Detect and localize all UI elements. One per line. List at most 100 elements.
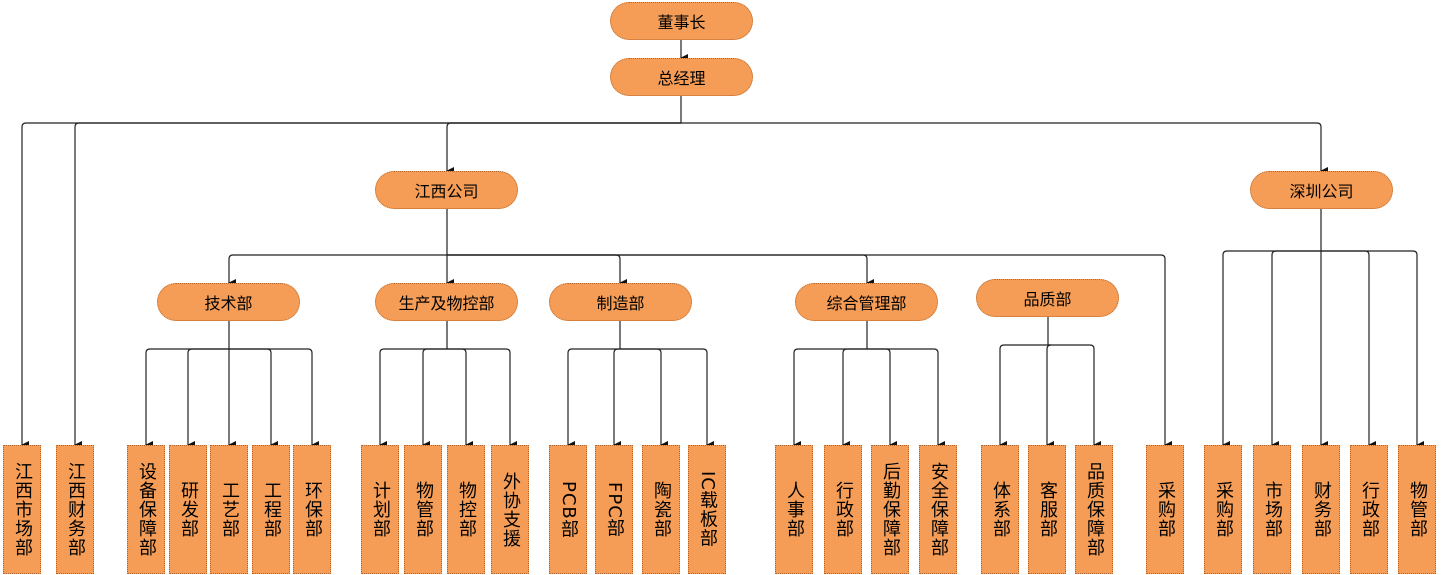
node-ceramics[interactable]: 陶瓷部 — [642, 445, 680, 574]
node-material-management[interactable]: 物管部 — [404, 445, 442, 574]
node-label: 客服部 — [1037, 481, 1058, 538]
connector-gm-branch-1 — [74, 122, 681, 449]
connector-group-1-branch-2 — [447, 348, 473, 449]
connector-group-3-branch-2 — [867, 348, 897, 449]
connector-group-0-branch-0 — [145, 348, 229, 449]
node-equipment-support[interactable]: 设备保障部 — [127, 445, 165, 574]
node-label: 安全保障部 — [928, 462, 949, 557]
node-label: 品质保障部 — [1084, 462, 1105, 557]
node-sz-administration[interactable]: 行政部 — [1350, 445, 1388, 574]
node-chairman[interactable]: 董事长 — [610, 2, 753, 40]
node-quality-assurance[interactable]: 品质保障部 — [1075, 445, 1113, 574]
node-label: 工艺部 — [219, 481, 240, 538]
node-label: 研发部 — [178, 481, 199, 538]
node-administration[interactable]: 行政部 — [824, 445, 862, 574]
connector-group-2-branch-0 — [567, 348, 620, 449]
connector-jiangxi-branch-2 — [447, 254, 627, 287]
connector-group-0-branch-3 — [229, 348, 278, 449]
connector-group-3-branch-3 — [867, 348, 945, 449]
node-material-control[interactable]: 物控部 — [447, 445, 485, 574]
node-shenzhen-company[interactable]: 深圳公司 — [1250, 171, 1393, 209]
connector-gm-branch-2 — [446, 122, 681, 175]
node-environmental[interactable]: 环保部 — [293, 445, 331, 574]
node-customer-service[interactable]: 客服部 — [1028, 445, 1066, 574]
node-jiangxi-finance[interactable]: 江西财务部 — [56, 445, 94, 574]
node-sz-marketing[interactable]: 市场部 — [1253, 445, 1291, 574]
node-label: 人事部 — [784, 481, 805, 538]
node-system[interactable]: 体系部 — [981, 445, 1019, 574]
node-pcb[interactable]: PCB部 — [549, 445, 587, 574]
node-label: 董事长 — [657, 13, 706, 32]
node-label: 市场部 — [1262, 481, 1283, 538]
connector-gm-branch-0 — [21, 122, 681, 449]
node-safety-support[interactable]: 安全保障部 — [919, 445, 957, 574]
connector-group-1-branch-3 — [447, 348, 517, 449]
node-label: FPC部 — [604, 481, 625, 538]
node-engineering[interactable]: 工程部 — [252, 445, 290, 574]
node-dept-manufacturing[interactable]: 制造部 — [549, 283, 692, 321]
node-label: IC载板部 — [697, 471, 718, 548]
node-process[interactable]: 工艺部 — [210, 445, 248, 574]
node-label: 物控部 — [456, 481, 477, 538]
node-dept-technology[interactable]: 技术部 — [157, 283, 300, 321]
node-label: 行政部 — [1359, 481, 1380, 538]
node-jiangxi-company[interactable]: 江西公司 — [375, 171, 518, 209]
connector-group-5-branch-0 — [1222, 250, 1321, 449]
connector-jiangxi-branch-3 — [447, 254, 874, 287]
connector-group-5-branch-3 — [1321, 250, 1376, 449]
node-dept-production-material[interactable]: 生产及物控部 — [375, 283, 518, 321]
node-dept-general-admin[interactable]: 综合管理部 — [795, 283, 938, 321]
connector-group-2-branch-2 — [620, 348, 668, 449]
node-label: 计划部 — [370, 481, 391, 538]
node-label: 品质部 — [1023, 290, 1072, 309]
node-sz-purchasing[interactable]: 采购部 — [1204, 445, 1242, 574]
node-hr[interactable]: 人事部 — [775, 445, 813, 574]
node-logistics-support[interactable]: 后勤保障部 — [871, 445, 909, 574]
connector-group-2-branch-3 — [620, 348, 714, 449]
node-label: 制造部 — [596, 294, 645, 313]
node-label: 物管部 — [413, 481, 434, 538]
node-label: 设备保障部 — [136, 462, 157, 557]
connector-group-5-branch-4 — [1321, 250, 1424, 449]
node-label: 体系部 — [990, 481, 1011, 538]
node-label: 陶瓷部 — [651, 481, 672, 538]
node-rnd[interactable]: 研发部 — [169, 445, 207, 574]
node-label: 物管部 — [1407, 481, 1428, 538]
connector-group-2-branch-1 — [613, 348, 621, 449]
connector-jiangxi-branch-0 — [228, 254, 447, 287]
node-label: 行政部 — [833, 481, 854, 538]
node-sz-material-management[interactable]: 物管部 — [1398, 445, 1436, 574]
node-planning[interactable]: 计划部 — [361, 445, 399, 574]
connector-gm-branch-3 — [681, 122, 1328, 175]
node-dept-quality[interactable]: 品质部 — [976, 279, 1119, 317]
connector-group-3-branch-0 — [793, 348, 867, 449]
node-sz-finance[interactable]: 财务部 — [1302, 445, 1340, 574]
node-label: 采购部 — [1155, 481, 1176, 538]
connector-group-5-branch-1 — [1271, 250, 1321, 449]
connector-group-3-branch-1 — [842, 348, 867, 449]
node-label: 财务部 — [1311, 481, 1332, 538]
node-outsourcing-support[interactable]: 外协支援 — [491, 445, 529, 574]
node-label: 环保部 — [302, 481, 323, 538]
node-label: 工程部 — [261, 481, 282, 538]
connector-group-4-branch-1 — [1046, 344, 1054, 449]
connector-group-0-branch-1 — [187, 348, 229, 449]
connector-group-1-branch-0 — [379, 348, 447, 449]
node-label: 生产及物控部 — [398, 294, 495, 313]
node-jiangxi-purchasing[interactable]: 采购部 — [1146, 445, 1184, 574]
connector-group-1-branch-1 — [422, 348, 447, 449]
node-label: 江西市场部 — [12, 462, 33, 557]
node-general-manager[interactable]: 总经理 — [610, 58, 753, 96]
node-label: 总经理 — [657, 69, 706, 88]
node-jiangxi-marketing[interactable]: 江西市场部 — [3, 445, 41, 574]
node-label: 江西财务部 — [65, 462, 86, 557]
node-label: 江西公司 — [414, 182, 479, 201]
node-label: 技术部 — [204, 294, 253, 313]
node-label: 综合管理部 — [826, 294, 907, 313]
node-label: PCB部 — [558, 480, 579, 539]
node-label: 深圳公司 — [1289, 182, 1354, 201]
connector-group-4-branch-2 — [1048, 344, 1101, 449]
node-fpc[interactable]: FPC部 — [595, 445, 633, 574]
node-ic-substrate[interactable]: IC载板部 — [688, 445, 726, 574]
